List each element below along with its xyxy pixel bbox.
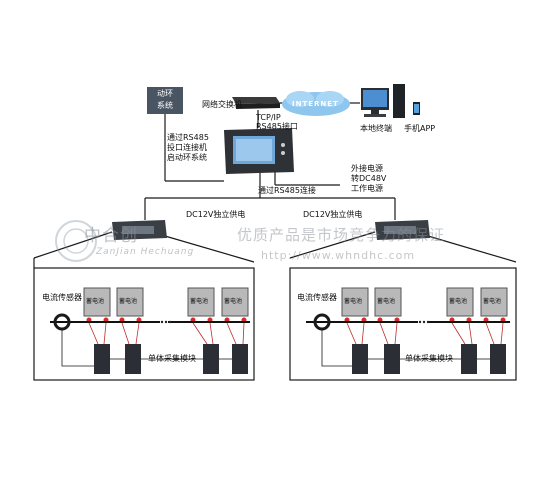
cell-module-right-label: 单体采集模块: [405, 354, 453, 363]
right-current-sensor-icon: [313, 313, 331, 331]
rs485-port-label: RS485接口: [256, 122, 298, 131]
via-rs485-line3: 启动环系统: [167, 153, 207, 162]
main-controller-icon: [224, 128, 294, 174]
battery-label: 蓄电池: [344, 298, 363, 305]
via-rs485-line1: 通过RS485: [167, 133, 209, 142]
phone-icon: [413, 102, 420, 115]
computer-icon: [361, 84, 405, 118]
ext-power-line2: 转DC48V: [351, 174, 387, 183]
battery-label: 蓄电池: [377, 298, 396, 305]
via-rs485-connect-label: 通过RS485连接: [258, 186, 316, 195]
local-terminal-label: 本地终端: [360, 124, 392, 133]
dynamic-env-system-box: 动环 系统: [147, 87, 183, 114]
watermark-url: http://www.whndhc.com: [261, 249, 416, 262]
right-acquisition-box: [375, 220, 430, 240]
left-acquisition-box: [112, 220, 167, 240]
right-battery-group: [341, 287, 508, 317]
watermark-brand-pinyin: ZanJian Hechuang: [96, 247, 195, 257]
dc12v-right-label: DC12V独立供电: [303, 210, 363, 219]
dc12v-left-label: DC12V独立供电: [186, 210, 246, 219]
battery-label: 蓄电池: [86, 298, 105, 305]
internet-cloud-icon: [282, 91, 350, 116]
battery-label: 蓄电池: [224, 298, 243, 305]
watermark-logo-icon: [55, 220, 97, 262]
internet-label: INTERNET: [292, 100, 339, 108]
battery-label: 蓄电池: [190, 298, 209, 305]
network-switch-label: 网络交换机: [202, 100, 242, 109]
dynamic-env-system-label: 动环 系统: [157, 89, 173, 110]
battery-label: 蓄电池: [449, 298, 468, 305]
watermark-brand: 中合创: [84, 226, 138, 246]
right-cell-modules: [352, 344, 506, 374]
current-sensor-left-label: 电流传感器: [42, 293, 82, 302]
battery-label: 蓄电池: [483, 298, 502, 305]
via-rs485-line2: 投口连接机: [167, 143, 207, 152]
ext-power-line1: 外接电源: [351, 164, 383, 173]
left-current-sensor-icon: [53, 313, 71, 331]
left-battery-group: [83, 287, 249, 317]
ext-power-line3: 工作电源: [351, 184, 383, 193]
tcpip-label: TCP/IP: [256, 113, 281, 122]
current-sensor-right-label: 电流传感器: [297, 293, 337, 302]
phone-app-label: 手机APP: [404, 124, 436, 133]
network-switch-icon: [232, 97, 280, 109]
left-cell-modules: [94, 344, 248, 374]
cell-module-left-label: 单体采集模块: [148, 354, 196, 363]
battery-label: 蓄电池: [119, 298, 138, 305]
watermark-slogan: 优质产品是市场竞争力的保证: [237, 226, 446, 244]
